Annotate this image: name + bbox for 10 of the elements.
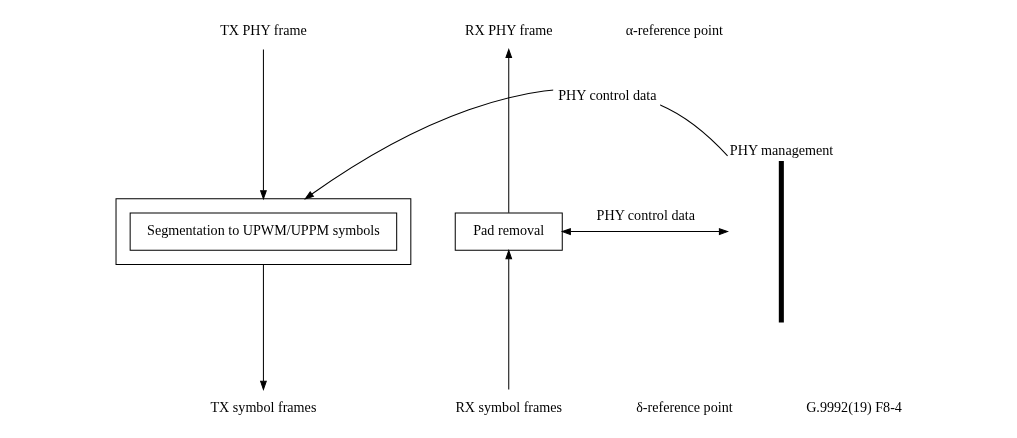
label: α-reference point [625,21,723,38]
node-label: PHY management [729,141,834,158]
edge-label: PHY control data [596,206,695,223]
label: G.9992(19) F8-4 [806,398,902,415]
label: δ-reference point [636,398,733,415]
node-text: TX symbol frames [210,398,317,415]
edge-label: PHY control data [558,86,657,103]
node-text: RX PHY frame [465,21,553,38]
node-text: RX symbol frames [455,398,563,415]
node-text: TX PHY frame [220,21,307,38]
